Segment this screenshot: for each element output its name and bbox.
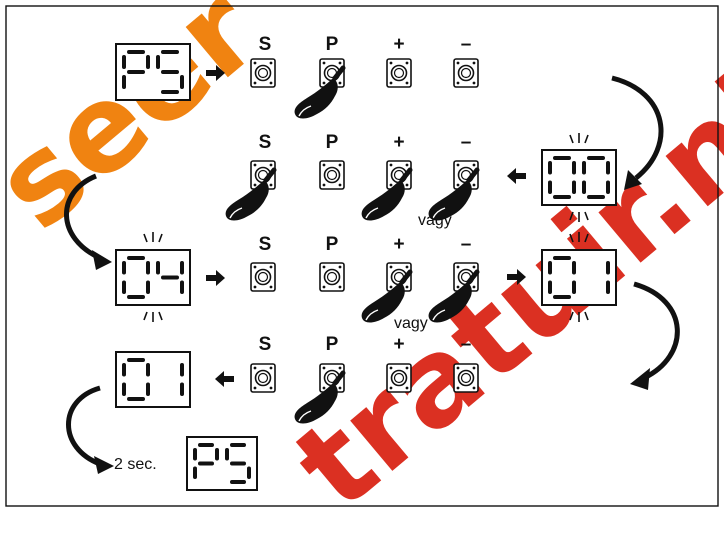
seven-segment-display-row4	[122, 358, 184, 401]
blink-marks-icon	[569, 231, 589, 243]
blink-marks-icon	[143, 311, 163, 323]
label-p-row1: P	[325, 34, 339, 55]
or-label-row3: vagy	[394, 315, 428, 332]
label-s-row1: S	[258, 34, 272, 55]
pressing-hand-icon	[291, 68, 343, 119]
s-push-button-row4[interactable]	[250, 363, 276, 393]
curved-arrow-icon	[630, 281, 680, 390]
blink-marks-icon	[569, 132, 589, 144]
minus-push-button-row1[interactable]	[453, 58, 479, 88]
pressing-hand-icon	[425, 272, 477, 323]
frame	[5, 5, 719, 507]
seven-segment-display-row3-right	[548, 256, 610, 299]
arrow-icon	[206, 65, 225, 81]
delay-label: 2 sec.	[114, 456, 157, 473]
s-push-button-row3[interactable]	[250, 262, 276, 292]
s-push-button-row1[interactable]	[250, 58, 276, 88]
label-minus-row1: –	[460, 34, 472, 55]
p-push-button-row3[interactable]	[319, 262, 345, 292]
pressing-hand-icon	[358, 170, 410, 221]
label-p-row3: P	[325, 234, 339, 255]
label-minus-row4: –	[460, 334, 472, 355]
blink-marks-icon	[143, 231, 163, 243]
pressing-hand-icon	[222, 170, 274, 221]
label-minus-row3: –	[460, 234, 472, 255]
label-s-row2: S	[258, 132, 272, 153]
seven-segment-display-row1	[122, 50, 184, 94]
label-plus-row2: +	[393, 132, 405, 153]
plus-push-button-row1[interactable]	[386, 58, 412, 88]
seven-segment-display-row2	[548, 156, 610, 199]
pressing-hand-icon	[291, 373, 343, 424]
blink-marks-icon	[569, 311, 589, 323]
seven-segment-display-final	[193, 443, 251, 484]
arrow-icon	[206, 270, 225, 286]
diagram-canvas	[5, 5, 719, 507]
plus-push-button-row4[interactable]	[386, 363, 412, 393]
p-push-button-row2[interactable]	[319, 160, 345, 190]
arrow-icon	[215, 371, 234, 387]
label-plus-row4: +	[393, 334, 405, 355]
seven-segment-display-row3-left	[122, 256, 184, 299]
curved-arrow-icon	[64, 173, 112, 270]
blink-marks-icon	[569, 211, 589, 223]
arrow-icon	[507, 269, 526, 285]
or-label-row2: vagy	[418, 212, 452, 229]
curved-arrow-icon	[611, 75, 664, 190]
label-s-row3: S	[258, 234, 272, 255]
curved-arrow-icon	[66, 385, 114, 474]
display-final-box	[186, 436, 258, 491]
label-minus-row2: –	[460, 132, 472, 153]
label-p-row4: P	[325, 334, 339, 355]
label-s-row4: S	[258, 334, 272, 355]
label-p-row2: P	[325, 132, 339, 153]
arrow-icon	[507, 168, 526, 184]
label-plus-row3: +	[393, 234, 405, 255]
minus-push-button-row4[interactable]	[453, 363, 479, 393]
label-plus-row1: +	[393, 34, 405, 55]
